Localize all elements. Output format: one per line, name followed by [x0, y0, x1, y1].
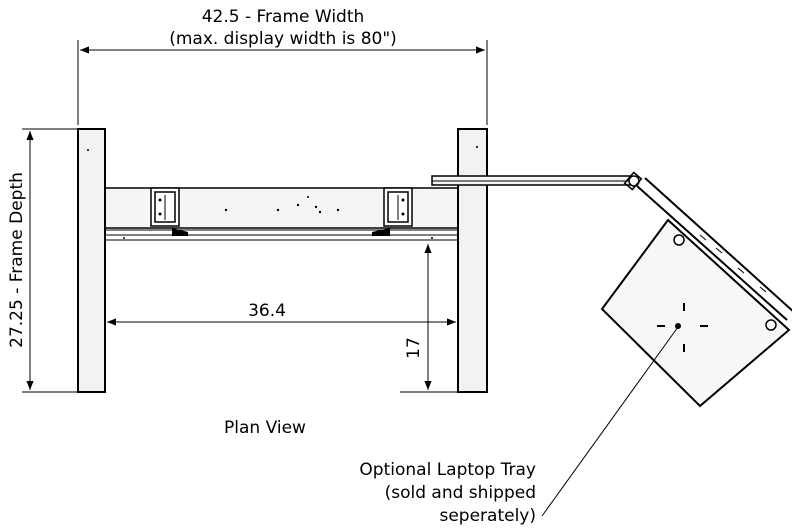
- left-leg: [77, 128, 106, 393]
- laptop-tray-note-line1: Optional Laptop Tray: [359, 460, 536, 480]
- laptop-tray-note-line2: (sold and shipped: [385, 483, 536, 503]
- leader-line: [541, 326, 679, 517]
- bracket-left: [150, 187, 188, 236]
- right-leg: [457, 128, 488, 393]
- frame-width-dimension: 42.5 - Frame Width (max. display width i…: [77, 7, 488, 125]
- depth-17-dimension: 17: [400, 244, 458, 393]
- inner-width-dimension: 36.4: [107, 301, 456, 326]
- bracket-right: [372, 187, 413, 236]
- frame-depth-dimension: 27.25 - Frame Depth: [7, 128, 78, 393]
- depth-17-label: 17: [404, 337, 424, 359]
- crossbar: [77, 187, 488, 241]
- plan-view-label: Plan View: [224, 418, 306, 438]
- laptop-tray-note-line3: seperately): [439, 506, 536, 526]
- frame-depth-label: 27.25 - Frame Depth: [7, 172, 27, 348]
- laptop-tray: [600, 218, 791, 408]
- frame-width-label: 42.5 - Frame Width: [202, 7, 365, 27]
- laptop-tray-arm: [431, 171, 792, 321]
- laptop-tray-note: Optional Laptop Tray (sold and shipped s…: [359, 460, 536, 526]
- inner-width-label: 36.4: [248, 301, 286, 321]
- max-display-width-note: (max. display width is 80"): [169, 29, 397, 49]
